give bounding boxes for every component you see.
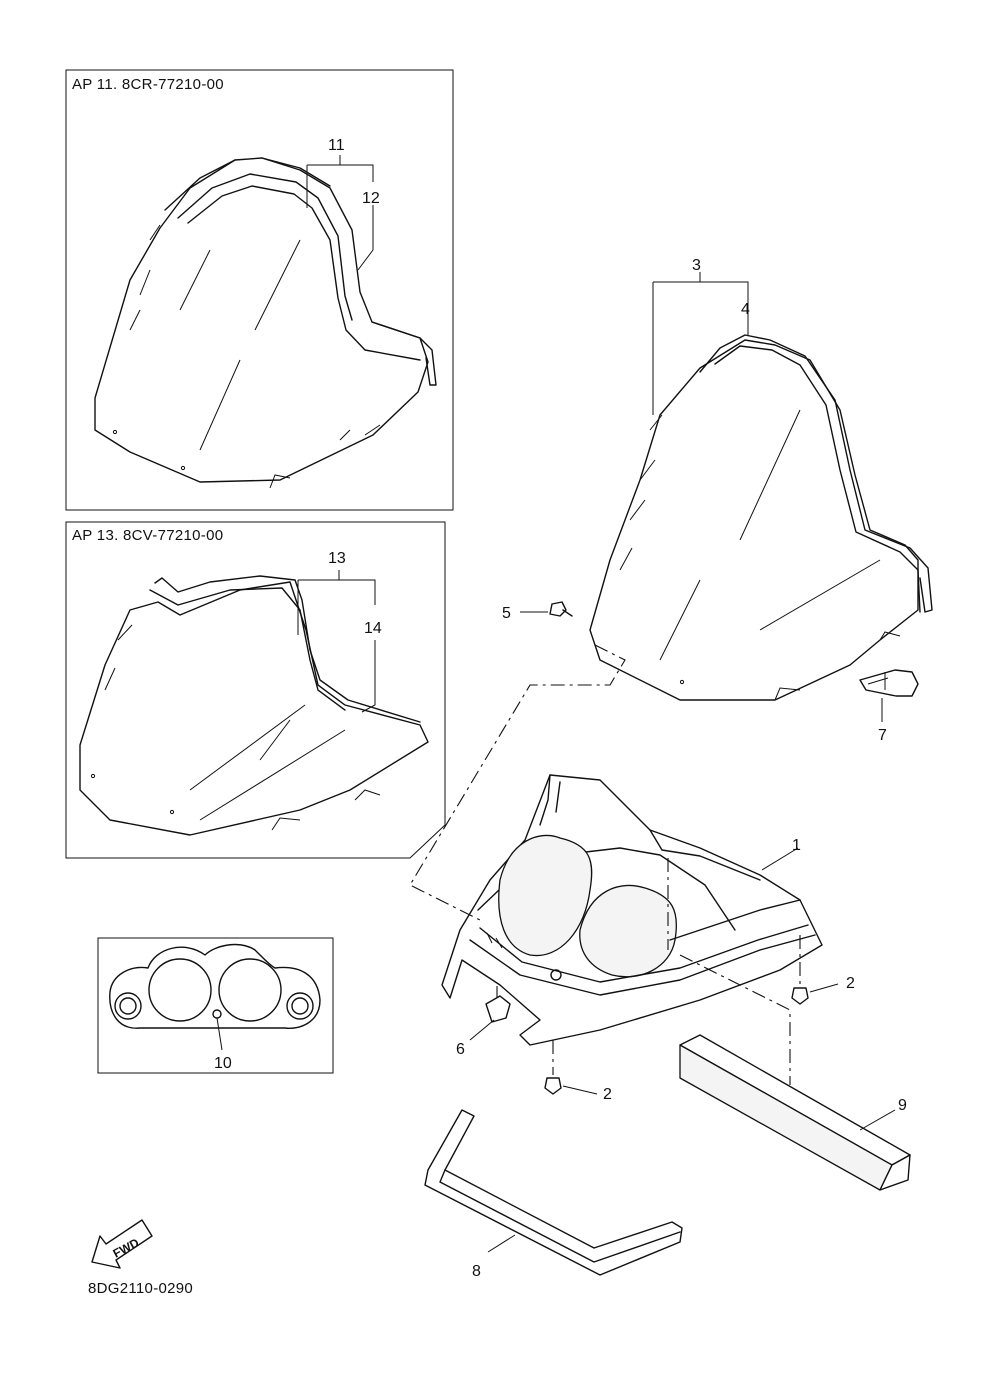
main-windshield: 3 4 — [589, 257, 933, 701]
callout-4: 4 — [741, 301, 750, 318]
fwd-arrow-icon: FWD — [91, 1219, 153, 1269]
callout-8: 8 — [472, 1263, 481, 1280]
callout-11: 11 — [328, 137, 345, 154]
callout-7: 7 — [878, 727, 887, 744]
bolt-part-2-upper: 2 — [791, 975, 855, 1005]
callout-12: 12 — [362, 190, 380, 207]
callout-3: 3 — [692, 257, 701, 274]
diagram-code: 8DG2110-0290 — [88, 1280, 193, 1297]
callout-2-lower: 2 — [603, 1086, 612, 1103]
grommet-part-6: 6 — [456, 995, 511, 1058]
callout-1: 1 — [792, 837, 801, 854]
callout-2-upper: 2 — [846, 975, 855, 992]
gauge-panel-part-10 — [109, 943, 321, 1029]
callout-6: 6 — [456, 1041, 465, 1058]
callout-13: 13 — [328, 550, 346, 567]
callout-10: 10 — [214, 1055, 232, 1072]
inset-box-gauge: 10 — [97, 937, 334, 1074]
inset-title-ap11: AP 11. 8CR-77210-00 — [72, 76, 224, 93]
callout-14: 14 — [364, 620, 382, 637]
windshield-ap13 — [79, 575, 429, 836]
inset-box-ap13: AP 13. 8CV-77210-00 13 14 — [65, 521, 446, 859]
callout-9: 9 — [898, 1097, 907, 1114]
foam-block-part-9: 9 — [679, 1034, 911, 1191]
cowling-part-1: 1 — [441, 774, 823, 1046]
inset-box-ap11: AP 11. 8CR-77210-00 11 12 — [65, 69, 454, 511]
bolt-part-2-lower: 2 — [544, 1077, 612, 1103]
seal-strip-part-8: 8 — [424, 1109, 683, 1280]
windshield-ap11 — [94, 157, 437, 489]
screw-part-5: 5 — [502, 601, 573, 622]
callout-5: 5 — [502, 605, 511, 622]
fastener-part-7: 7 — [859, 669, 919, 744]
inset-title-ap13: AP 13. 8CV-77210-00 — [72, 527, 223, 544]
